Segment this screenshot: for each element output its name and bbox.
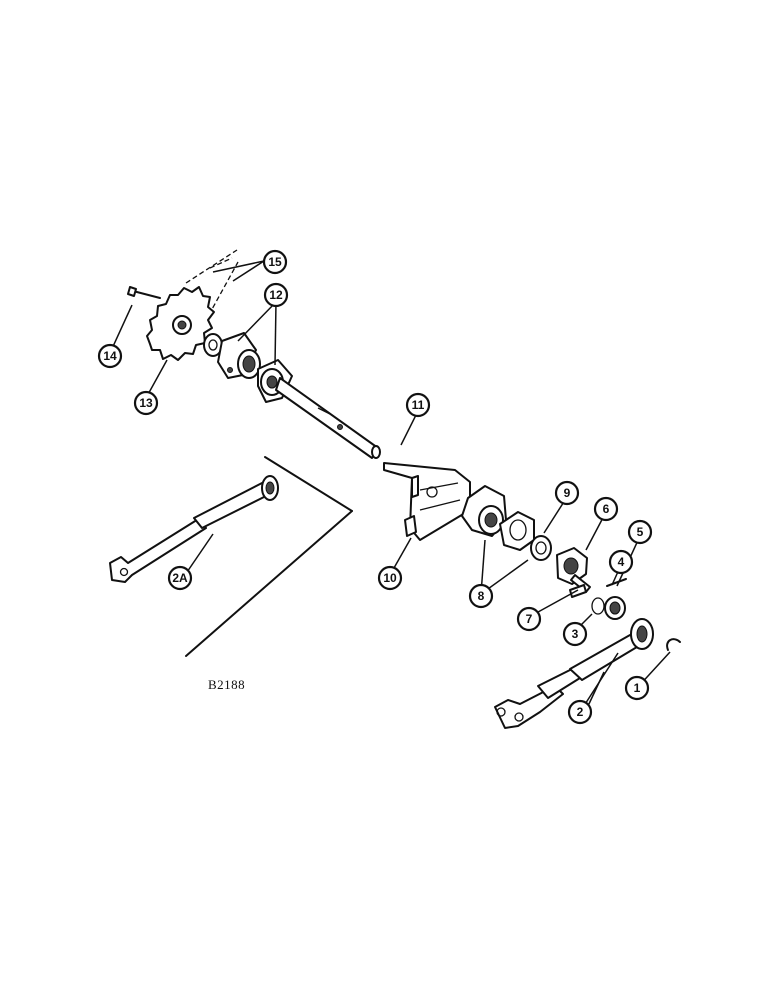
callout-2a: 2A	[167, 565, 193, 591]
callout-14: 14	[97, 343, 123, 369]
svg-text:1: 1	[634, 681, 641, 695]
callout-13: 13	[133, 390, 159, 416]
callout-3: 3	[562, 621, 588, 647]
shaft	[275, 377, 381, 459]
retaining-ring	[666, 638, 681, 651]
connecting-arm	[494, 618, 654, 729]
callout-11: 11	[405, 392, 431, 418]
callout-5: 5	[627, 519, 653, 545]
svg-text:2A: 2A	[172, 571, 188, 585]
callout-4: 4	[608, 549, 634, 575]
bushing	[604, 596, 626, 620]
svg-text:3: 3	[572, 627, 579, 641]
pin	[606, 578, 627, 587]
bolt	[127, 286, 161, 299]
svg-text:14: 14	[103, 349, 117, 363]
svg-text:4: 4	[618, 555, 625, 569]
drawing-code: B2188	[208, 677, 245, 692]
callout-8: 8	[468, 583, 494, 609]
callout-15: 15	[262, 249, 288, 275]
sprocket	[146, 286, 215, 361]
snap-ring	[591, 597, 605, 615]
svg-text:7: 7	[526, 612, 533, 626]
connecting-arm-alternate	[109, 475, 279, 583]
callout-9: 9	[554, 480, 580, 506]
section-divider	[185, 456, 353, 657]
svg-text:13: 13	[139, 396, 153, 410]
callout-10: 10	[377, 565, 403, 591]
callout-7: 7	[516, 606, 542, 632]
callout-12: 12	[263, 282, 289, 308]
svg-text:2: 2	[577, 705, 584, 719]
svg-text:10: 10	[383, 571, 397, 585]
mounting-bracket	[383, 462, 471, 541]
callout-2: 2	[567, 699, 593, 725]
svg-text:8: 8	[478, 589, 485, 603]
svg-text:11: 11	[412, 398, 425, 412]
svg-text:15: 15	[268, 255, 282, 269]
svg-text:9: 9	[564, 486, 571, 500]
bearing-assembly-8	[461, 485, 535, 551]
key	[569, 584, 587, 598]
svg-text:6: 6	[603, 502, 610, 516]
callout-1: 1	[624, 675, 650, 701]
callout-6: 6	[593, 496, 619, 522]
svg-text:5: 5	[637, 525, 644, 539]
washer	[530, 535, 552, 561]
svg-text:12: 12	[269, 288, 283, 302]
